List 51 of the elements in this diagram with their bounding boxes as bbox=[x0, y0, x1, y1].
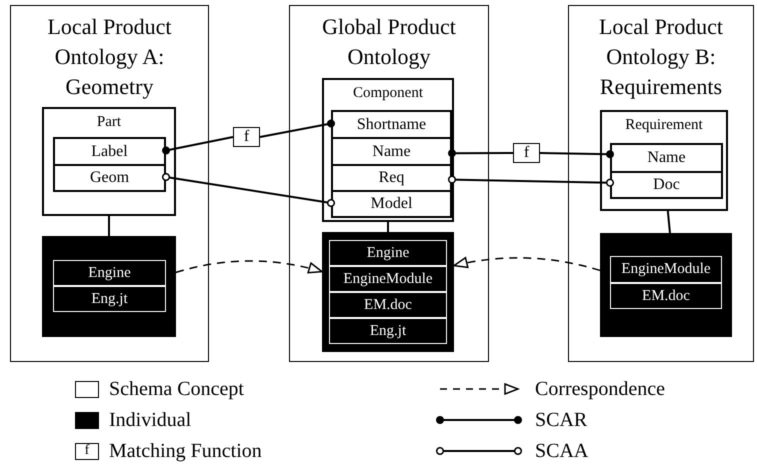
panel-title: Local Product Ontology B: Requirements bbox=[598, 13, 724, 101]
schema-concept-box bbox=[42, 107, 176, 216]
individual-value-row: EM.doc bbox=[329, 292, 447, 318]
legend-label: Matching Function bbox=[109, 440, 262, 462]
connector-line bbox=[666, 210, 671, 234]
panel-title: Global Product Ontology bbox=[321, 13, 457, 71]
concept-title: Part bbox=[96, 114, 122, 131]
matching-function-box: f bbox=[513, 143, 540, 163]
individual-value-row: Eng.jt bbox=[53, 286, 166, 312]
connector-line bbox=[540, 150, 614, 158]
individual-box bbox=[600, 233, 732, 337]
connector-line bbox=[162, 136, 234, 154]
correspondence-arrow bbox=[453, 257, 600, 272]
attribute-row: Req bbox=[331, 164, 452, 192]
concept-title: Requirement bbox=[625, 117, 703, 134]
legend-label: Individual bbox=[109, 408, 192, 432]
panel-title: Local Product Ontology A: Geometry bbox=[46, 13, 173, 101]
correspondence-arrow bbox=[176, 260, 323, 274]
ontology-panel bbox=[289, 5, 489, 362]
connector-line bbox=[387, 222, 389, 232]
ontology-panel bbox=[10, 5, 209, 362]
legend-label: Schema Concept bbox=[109, 378, 244, 400]
connector-line bbox=[448, 176, 614, 187]
legend-swatch: f bbox=[75, 442, 99, 460]
individual-value-row: EM.doc bbox=[610, 283, 722, 309]
schema-concept-box bbox=[600, 110, 728, 211]
attribute-row: Doc bbox=[610, 171, 723, 199]
connector-line bbox=[108, 216, 110, 236]
attribute-row: Model bbox=[331, 190, 452, 218]
attribute-row: Geom bbox=[53, 164, 166, 192]
individual-value-row: Engine bbox=[53, 260, 166, 286]
attribute-row: Shortname bbox=[331, 110, 452, 139]
individual-box bbox=[42, 236, 176, 337]
attribute-row: Name bbox=[610, 143, 723, 173]
concept-title: Component bbox=[353, 85, 423, 102]
ontology-panel bbox=[568, 5, 754, 362]
legend-label: SCAR bbox=[535, 408, 588, 432]
attribute-row: Label bbox=[53, 137, 166, 166]
schema-concept-box bbox=[322, 78, 454, 222]
individual-value-row: EngineModule bbox=[610, 256, 722, 283]
legend-label: Correspondence bbox=[535, 378, 665, 400]
legend-label: SCAA bbox=[535, 440, 588, 462]
individual-value-row: Eng.jt bbox=[329, 318, 447, 344]
connector-line bbox=[448, 149, 513, 158]
individual-value-row: EngineModule bbox=[329, 266, 447, 292]
individual-box bbox=[322, 232, 454, 352]
individual-value-row: Engine bbox=[329, 240, 447, 266]
connector-line bbox=[260, 120, 335, 138]
connector-line bbox=[162, 172, 336, 208]
attribute-row: Name bbox=[331, 137, 452, 166]
matching-function-box: f bbox=[233, 127, 260, 147]
